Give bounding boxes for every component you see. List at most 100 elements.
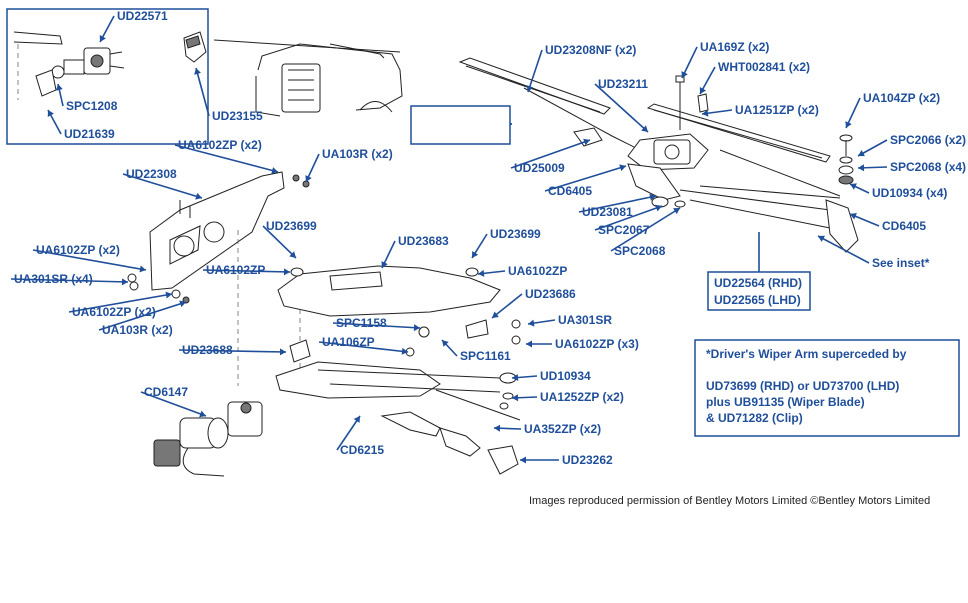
- leader-line: [332, 322, 421, 329]
- part-label-cd6147: CD6147: [144, 385, 188, 399]
- leader-arrowhead: [858, 164, 865, 172]
- leader-arrowhead: [649, 193, 656, 201]
- leader-arrowhead: [850, 183, 857, 190]
- leader-arrowhead: [702, 109, 709, 117]
- leader-line: [140, 391, 207, 417]
- part-label-spc2068-x4: SPC2068 (x4): [890, 160, 966, 174]
- leader-line: [174, 144, 279, 173]
- note-line-5: & UD71282 (Clip): [706, 411, 803, 425]
- car-front-drawing: [213, 39, 403, 117]
- wiper-arms-drawing: [458, 57, 859, 253]
- part-label-ud23155: UD23155: [212, 109, 263, 123]
- leader-arrowhead: [818, 235, 825, 242]
- leader-arrowhead: [381, 261, 388, 268]
- leader-arrowhead: [289, 251, 296, 258]
- leader-line: [32, 249, 147, 271]
- part-label-ud22308: UD22308: [126, 167, 177, 181]
- leader-arrowhead: [195, 192, 202, 200]
- leader-line: [262, 225, 297, 259]
- leader-arrowhead: [139, 265, 146, 273]
- leader-arrowhead: [699, 87, 706, 94]
- part-label-ua6102zp-x2: UA6102ZP (x2): [36, 243, 120, 257]
- leader-arrowhead: [478, 269, 485, 277]
- leader-arrowhead: [353, 416, 360, 423]
- leader-line: [817, 235, 870, 264]
- leader-arrowhead: [442, 340, 449, 347]
- part-label-cd6405: CD6405: [882, 219, 926, 233]
- leader-arrowhead: [305, 175, 312, 182]
- leader-line: [594, 205, 663, 231]
- leader-arrowhead: [528, 319, 535, 327]
- leader-line: [68, 293, 173, 313]
- leader-arrowhead: [494, 424, 501, 432]
- leader-arrowhead: [179, 300, 186, 308]
- leader-line: [178, 349, 287, 353]
- leader-line: [318, 341, 409, 353]
- note-line-4: plus UB91135 (Wiper Blade): [706, 395, 865, 409]
- part-label-ua6102zp: UA6102ZP: [508, 264, 567, 278]
- part-label-ua6102zp-x2: UA6102ZP (x2): [72, 305, 156, 319]
- leader-arrowhead: [199, 410, 206, 418]
- note-line-3: UD73699 (RHD) or UD73700 (LHD): [706, 379, 899, 393]
- leader-line: [544, 165, 627, 192]
- part-label-spc1208: SPC1208: [66, 99, 118, 113]
- part-label-ud23208nf-x2: UD23208NF (x2): [545, 43, 636, 57]
- part-label-ua6102zp-x3: UA6102ZP (x3): [555, 337, 639, 351]
- leader-line: [98, 301, 187, 331]
- part-label-wht002841-x2: WHT002841 (x2): [718, 60, 810, 74]
- leader-arrowhead: [121, 278, 128, 286]
- part-label-ua6102zp-x2: UA6102ZP (x2): [178, 138, 262, 152]
- leader-arrowhead: [520, 456, 526, 464]
- part-label-ud22571: UD22571: [117, 9, 168, 23]
- part-label-spc2068: SPC2068: [614, 244, 666, 258]
- part-label-ua1252zp-x2: UA1252ZP (x2): [540, 390, 624, 404]
- part-label-cd6405: CD6405: [548, 184, 592, 198]
- wiper-motor-drawing: [153, 401, 263, 477]
- arm-part-lhd: UD22565 (LHD): [714, 293, 801, 307]
- copyright-credit: Images reproduced permission of Bentley …: [529, 495, 930, 507]
- leader-line: [491, 293, 523, 319]
- leader-line: [594, 83, 649, 133]
- mounting-bracket-drawing: [127, 171, 310, 304]
- leader-arrowhead: [47, 110, 54, 117]
- leader-arrowhead: [850, 213, 857, 220]
- leader-arrowhead: [413, 324, 420, 332]
- leader-arrowhead: [583, 138, 590, 146]
- part-label-ud23699: UD23699: [266, 219, 317, 233]
- leader-arrowhead: [472, 251, 479, 258]
- leader-arrowhead: [512, 374, 519, 382]
- arm-part-number-box: UD22564 (RHD) UD22565 (LHD): [707, 232, 811, 311]
- leader-line: [336, 415, 361, 451]
- part-label-ua103r-x2: UA103R (x2): [322, 147, 393, 161]
- washer-pump-inset-drawing: [13, 31, 125, 100]
- leader-arrowhead: [165, 291, 172, 299]
- leader-line: [195, 67, 210, 117]
- leader-arrowhead: [512, 394, 519, 402]
- part-label-ua301sr: UA301SR: [558, 313, 612, 327]
- arm-part-rhd: UD22564 (RHD): [714, 276, 802, 290]
- part-label-cd6215: CD6215: [340, 443, 384, 457]
- leader-arrowhead: [655, 204, 662, 212]
- part-label-ua169z-x2: UA169Z (x2): [700, 40, 769, 54]
- part-label-ud10934: UD10934: [540, 369, 591, 383]
- part-label-spc1158: SPC1158: [336, 316, 387, 330]
- wiper-clip-drawing: [183, 31, 207, 63]
- part-label-ud23262: UD23262: [562, 453, 613, 467]
- part-label-ud23683: UD23683: [398, 234, 449, 248]
- part-label-ua103r-x2: UA103R (x2): [102, 323, 173, 337]
- leader-arrowhead: [681, 71, 688, 78]
- leader-arrowhead: [55, 84, 63, 91]
- leader-arrowhead: [401, 347, 408, 355]
- leader-lines: [10, 15, 888, 464]
- leader-arrowhead: [641, 125, 648, 132]
- part-label-ud23211: UD23211: [598, 77, 648, 91]
- part-label-ud23699: UD23699: [490, 227, 541, 241]
- part-label-ud10934-x4: UD10934 (x4): [872, 186, 947, 200]
- leader-arrowhead: [194, 68, 201, 75]
- leader-arrowhead: [526, 340, 532, 348]
- leader-arrowhead: [619, 164, 626, 172]
- part-label-ud23688: UD23688: [182, 343, 233, 357]
- part-label-ud21639: UD21639: [64, 127, 115, 141]
- linkage-assembly-drawing: [275, 319, 521, 475]
